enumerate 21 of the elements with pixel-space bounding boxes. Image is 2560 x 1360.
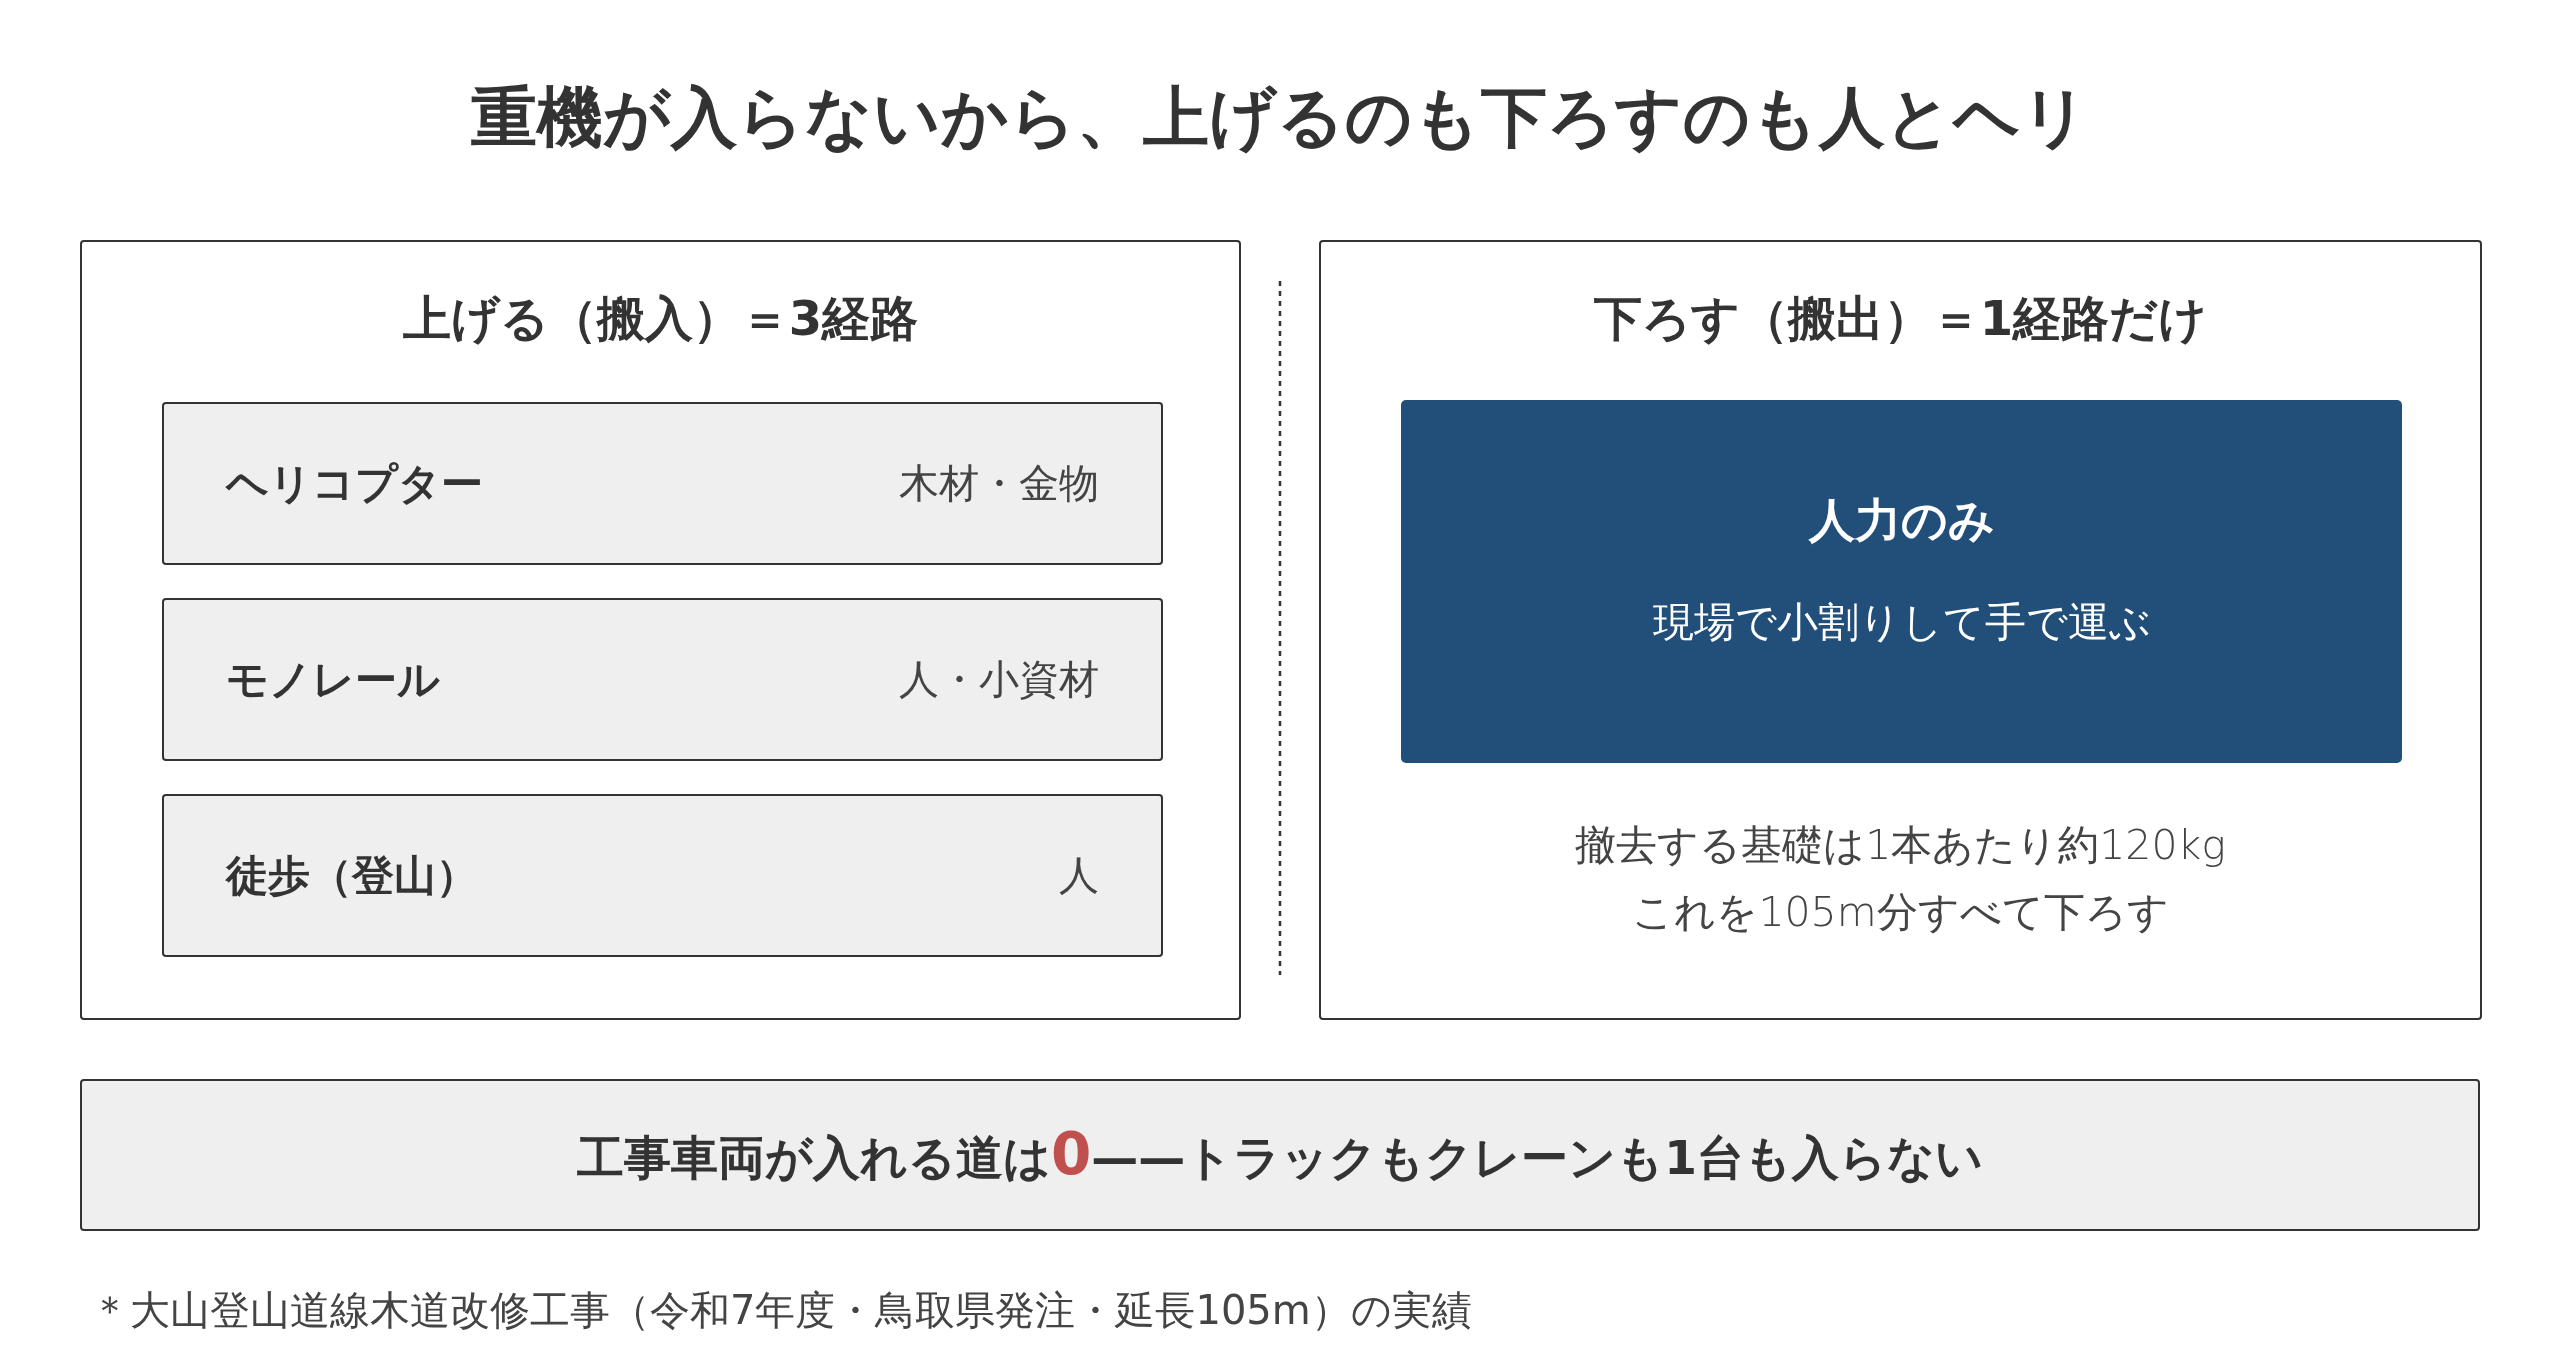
highlight-card [1401, 400, 2402, 763]
panel-card [1319, 240, 2482, 1020]
cargo-text: 人 [1059, 851, 1099, 900]
route-card [162, 598, 1163, 761]
route-name: 徒歩（登山） [226, 849, 478, 902]
card-heading: 人力のみ [1807, 492, 1996, 549]
panel-heading: 下ろす（搬出）＝1経路だけ [1592, 289, 2209, 348]
cargo-text: 木材・金物 [899, 459, 1099, 508]
panel-heading: 上げる（搬入）＝3経路 [401, 289, 920, 348]
panel-card [80, 240, 1241, 1020]
route-card [162, 794, 1163, 957]
cargo-text: 人・小資材 [899, 655, 1099, 704]
note-text: 撤去する基礎は1本あたり約120kgこれを105m分すべて下ろす [1574, 820, 2227, 938]
card-text: 現場で小割りして手で運ぶ [1651, 597, 2152, 648]
banner-bar [80, 1079, 2480, 1231]
route-name: ヘリコプター [226, 457, 483, 510]
footnote: ＊大山登山道線木道改修工事（令和7年度・鳥取県発注・延長105m）の実績 [90, 1286, 1472, 1335]
page-title: 重機が入らないから、上げるのも下ろすのも人とヘリ [470, 78, 2090, 158]
banner-text: 工事車両が入れる道は0——トラックもクレーンも1台も入らない [576, 1120, 1984, 1190]
route-name: モノレール [226, 653, 440, 706]
route-card [162, 402, 1163, 565]
